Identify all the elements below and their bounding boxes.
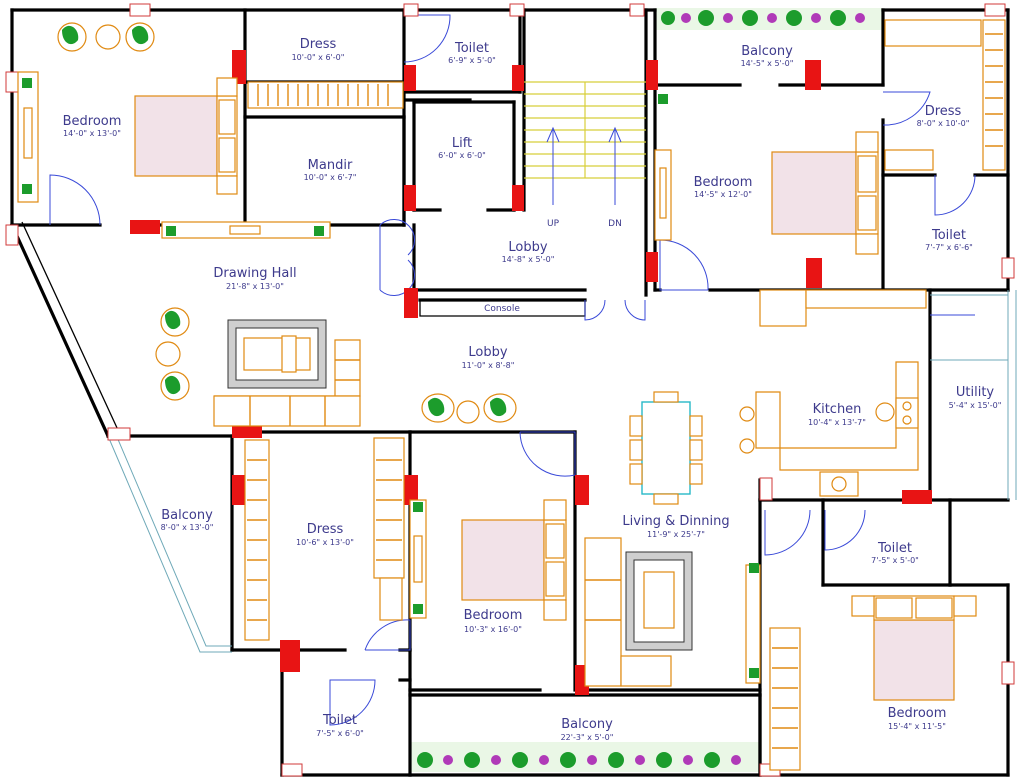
room-labels: Bedroom 14'-0" x 13'-0" Dress 10'-0" x 6… [63, 37, 1002, 742]
furniture-drawing-hall [155, 307, 361, 427]
room-dim-balcony-w: 8'-0" x 13'-0" [161, 523, 214, 532]
room-name-utility: Utility [956, 385, 995, 400]
room-dim-bedroom-ne: 14'-5" x 12'-0" [694, 190, 752, 199]
furniture-sw-dress [244, 437, 405, 641]
room-dim-dress-sw: 10'-6" x 13'-0" [296, 538, 354, 547]
room-dim-lobby-center: 11'-0" x 8'-8" [462, 361, 515, 370]
room-dim-lift: 6'-0" x 6'-0" [438, 151, 486, 160]
furniture-dress-n [247, 81, 404, 109]
room-name-drawing-hall: Drawing Hall [213, 266, 296, 281]
furniture-s-bedroom [409, 499, 567, 621]
room-dim-bedroom-se: 15'-4" x 11'-5" [888, 722, 946, 731]
room-name-toilet-se: Toilet [877, 541, 912, 556]
room-dim-toilet-n: 6'-9" x 5'-0" [448, 56, 496, 65]
furniture-nw-bedroom [17, 22, 331, 239]
furniture-se-bedroom [769, 595, 977, 771]
room-dim-toilet-sw: 7'-5" x 6'-0" [316, 729, 364, 738]
room-name-bedroom-s: Bedroom [464, 608, 523, 623]
room-dim-balcony-ne: 14'-5" x 5'-0" [741, 59, 794, 68]
room-name-living-dinning: Living & Dinning [622, 514, 729, 529]
room-name-balcony-s: Balcony [561, 717, 613, 732]
room-name-toilet-sw: Toilet [322, 713, 357, 728]
balcony-rails [107, 290, 1017, 653]
planters [22, 10, 865, 768]
room-name-dress-sw: Dress [307, 522, 344, 537]
room-name-balcony-w: Balcony [161, 508, 213, 523]
room-dim-dress-ne: 8'-0" x 10'-0" [917, 119, 970, 128]
staircase[interactable] [524, 81, 646, 205]
room-dim-mandir: 10'-0" x 6'-7" [304, 173, 357, 182]
room-dim-balcony-s: 22'-3" x 5'-0" [561, 733, 614, 742]
furniture-lobby [421, 393, 517, 424]
stair-down-label: DN [608, 219, 622, 229]
room-name-kitchen: Kitchen [813, 402, 862, 417]
room-dim-toilet-se: 7'-5" x 5'-0" [871, 556, 919, 565]
columns [130, 50, 932, 695]
room-name-toilet-ne: Toilet [931, 228, 966, 243]
furniture-dining [629, 391, 703, 505]
room-dim-kitchen: 10'-4" x 13'-7" [808, 418, 866, 427]
room-name-lobby-upper: Lobby [508, 240, 547, 255]
furniture-living [584, 537, 761, 687]
room-name-balcony-ne: Balcony [741, 44, 793, 59]
furniture-kitchen [739, 361, 919, 497]
room-dim-toilet-ne: 7'-7" x 6'-6" [925, 243, 973, 252]
room-dim-drawing-hall: 21'-8" x 13'-0" [226, 282, 284, 291]
furniture-ne [654, 19, 1006, 327]
room-name-bedroom-se: Bedroom [888, 706, 947, 721]
room-name-lobby-center: Lobby [468, 345, 507, 360]
room-name-dress-n: Dress [300, 37, 337, 52]
room-dim-utility: 5'-4" x 15'-0" [949, 401, 1002, 410]
room-name-bedroom-nw: Bedroom [63, 114, 122, 129]
room-dim-dress-n: 10'-0" x 6'-0" [292, 53, 345, 62]
room-name-dress-ne: Dress [925, 104, 962, 119]
room-name-toilet-n: Toilet [454, 41, 489, 56]
room-dim-lobby-upper: 14'-8" x 5'-0" [502, 255, 555, 264]
room-dim-living-dinning: 11'-9" x 25'-7" [647, 530, 705, 539]
stair-up-label: UP [547, 219, 560, 229]
room-name-lift: Lift [452, 136, 472, 151]
room-name-bedroom-ne: Bedroom [694, 175, 753, 190]
room-dim-bedroom-nw: 14'-0" x 13'-0" [63, 129, 121, 138]
room-dim-bedroom-s: 10'-3" x 16'-0" [464, 625, 522, 634]
room-name-mandir: Mandir [308, 158, 353, 173]
console-label: Console [484, 304, 520, 314]
